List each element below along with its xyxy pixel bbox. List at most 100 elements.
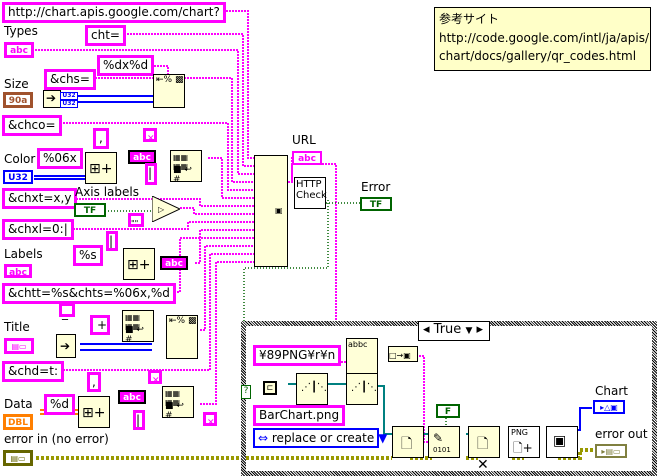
build-path-node: ⋰┃⋱ xyxy=(296,373,328,405)
concatenate-strings-node: ▣ xyxy=(254,155,288,267)
title-control[interactable]: ▤▭ xyxy=(4,338,34,354)
data-format-constant[interactable]: %d xyxy=(44,394,76,415)
wire-size-fmt xyxy=(148,65,169,75)
size-label: Size xyxy=(4,77,29,91)
wire-color-out xyxy=(208,157,254,199)
error-indicator: TF xyxy=(360,197,392,211)
pipe-constant-3[interactable]: | xyxy=(133,410,145,430)
types-label: Types xyxy=(4,24,38,38)
selector-value: True xyxy=(433,322,462,337)
color-format-constant[interactable]: %06x xyxy=(37,148,83,169)
filename-constant[interactable]: BarChart.png xyxy=(253,405,346,426)
color-label: Color xyxy=(4,152,36,166)
comma-constant-1[interactable]: , xyxy=(93,128,109,149)
empty-string-icon: ✕ xyxy=(147,134,155,144)
array-to-spreadsheet-color: ⊞+ xyxy=(85,152,117,184)
chco-constant[interactable]: &chco= xyxy=(2,115,62,136)
case-selector[interactable]: ◂ True ▼ ▸ xyxy=(418,321,490,341)
chart-label: Chart xyxy=(595,384,628,398)
http-check-subvi[interactable]: HTTP Check xyxy=(294,177,327,209)
comment-title: 参考サイト xyxy=(439,12,500,26)
pipe-constant-1[interactable]: | xyxy=(145,163,157,185)
open-mode-enum[interactable]: ⇔ replace or create ▼ xyxy=(253,428,387,448)
empty-array-constant-2[interactable]: ✕ xyxy=(148,370,162,386)
close-file-icon: 🗋✕ xyxy=(477,436,489,473)
labels-format-constant[interactable]: %s xyxy=(73,245,103,266)
chxl-constant[interactable]: &chxl=0:| xyxy=(2,219,74,240)
empty-string-constant[interactable]: "" xyxy=(128,213,144,228)
open-mode-value: replace or create xyxy=(271,431,375,445)
selector-dropdown-icon[interactable]: ▼ xyxy=(465,326,473,336)
path-constant-icon[interactable]: ⊏ xyxy=(263,381,277,395)
strip-path-node: ⋰┃⋱ xyxy=(346,373,378,405)
select-node: ▷ xyxy=(151,195,182,223)
concat-bytes-node: □→▣ xyxy=(388,346,418,362)
format-into-string-size: ⇤% ▩ xyxy=(153,74,185,108)
plus-constant[interactable]: + xyxy=(90,315,110,335)
size-format-constant[interactable]: %dx%d xyxy=(97,55,155,76)
title-label: Title xyxy=(4,320,30,334)
comment-url-line1: http://code.google.com/intl/ja/apis/ xyxy=(439,31,649,45)
types-control[interactable]: abc xyxy=(4,42,34,58)
array-to-spreadsheet-labels: ⊞+ xyxy=(123,248,155,280)
wire-chxt xyxy=(70,198,254,207)
search-replace-data: ▦▦ ▦▦■ ↩ # xyxy=(162,386,194,421)
false-constant[interactable]: F xyxy=(436,404,460,418)
png-label: PNG xyxy=(511,428,529,437)
axis-labels-label: Axis labels xyxy=(75,185,139,199)
data-label: Data xyxy=(4,397,33,411)
wire-data-out xyxy=(200,261,254,405)
pipe-constant-2[interactable]: | xyxy=(106,231,118,251)
wire-chxl xyxy=(70,221,254,230)
error-in-label: error in (no error) xyxy=(4,432,109,446)
wire-chco xyxy=(60,122,254,191)
error-label: Error xyxy=(361,180,391,194)
case-tunnel-bool: ? xyxy=(241,385,251,399)
png-header-constant[interactable]: ¥89PNG¥r¥n xyxy=(253,345,342,366)
error-out-indicator: ▸▤▭ xyxy=(595,444,627,458)
error-out-label: error out xyxy=(595,427,648,441)
wire-base-url xyxy=(220,10,254,159)
color-control[interactable]: U32 xyxy=(3,170,33,184)
enum-dropdown-icon[interactable]: ▼ xyxy=(378,431,388,445)
chd-constant[interactable]: &chd=t: xyxy=(2,361,64,382)
svg-text:▷: ▷ xyxy=(158,205,165,214)
wire-chd xyxy=(60,253,254,371)
data-control[interactable]: DBL xyxy=(3,414,33,430)
base-url-constant[interactable]: http://chart.apis.google.com/chart? xyxy=(2,2,226,23)
url-label: URL xyxy=(292,133,316,147)
wire-axis-out xyxy=(180,207,254,215)
wire-title-out xyxy=(200,245,254,331)
enum-increment-icon[interactable]: ⇔ xyxy=(258,431,269,445)
pencil-icon: ✎ xyxy=(433,431,444,445)
search-replace-title: ▦▦ ▦▦■ ↩ # xyxy=(122,310,154,345)
url-indicator: abc xyxy=(292,151,322,165)
chtt-constant[interactable]: &chtt=%s&chts=%06x,%d xyxy=(2,283,176,304)
labels-control[interactable]: abc xyxy=(4,264,32,278)
string-to-array-labels: abc xyxy=(160,256,188,270)
error-in-control[interactable]: ▤▭ xyxy=(3,450,33,466)
read-png-file-node: PNG🗋+ xyxy=(508,426,540,458)
empty-array-constant-1[interactable]: ✕ xyxy=(143,128,157,144)
comma-constant-2[interactable]: , xyxy=(87,372,101,392)
unbundle-title-node: ➔ xyxy=(56,334,76,358)
underscore-constant[interactable]: _ xyxy=(59,303,75,320)
empty-string-icon: ✕ xyxy=(152,376,160,386)
size-control[interactable]: 90a xyxy=(3,92,33,108)
cht-constant[interactable]: cht= xyxy=(85,25,126,46)
empty-array-constant-3[interactable]: ✕ xyxy=(203,412,217,428)
chxt-constant[interactable]: &chxt=x,y xyxy=(2,188,78,209)
selector-left-arrow-icon[interactable]: ◂ xyxy=(423,322,430,337)
wire-labels-out xyxy=(195,229,254,264)
labels-label: Labels xyxy=(4,247,43,261)
wire-cht xyxy=(118,33,254,167)
chs-constant[interactable]: &chs= xyxy=(44,69,96,90)
search-replace-color: ▦▦ ▦▦■ ↩ # xyxy=(170,150,202,185)
string-to-array-data: abc xyxy=(118,390,146,404)
write-binary-file-node: ✎0101 xyxy=(428,426,460,458)
unbundle-size-node: ➔ xyxy=(43,90,61,108)
draw-flattened-pixmap-node: ▣ xyxy=(546,426,578,458)
axis-labels-control[interactable]: TF xyxy=(74,203,106,217)
selector-right-arrow-icon[interactable]: ▸ xyxy=(476,322,484,337)
picture-hand-icon: ▣ xyxy=(553,433,567,449)
